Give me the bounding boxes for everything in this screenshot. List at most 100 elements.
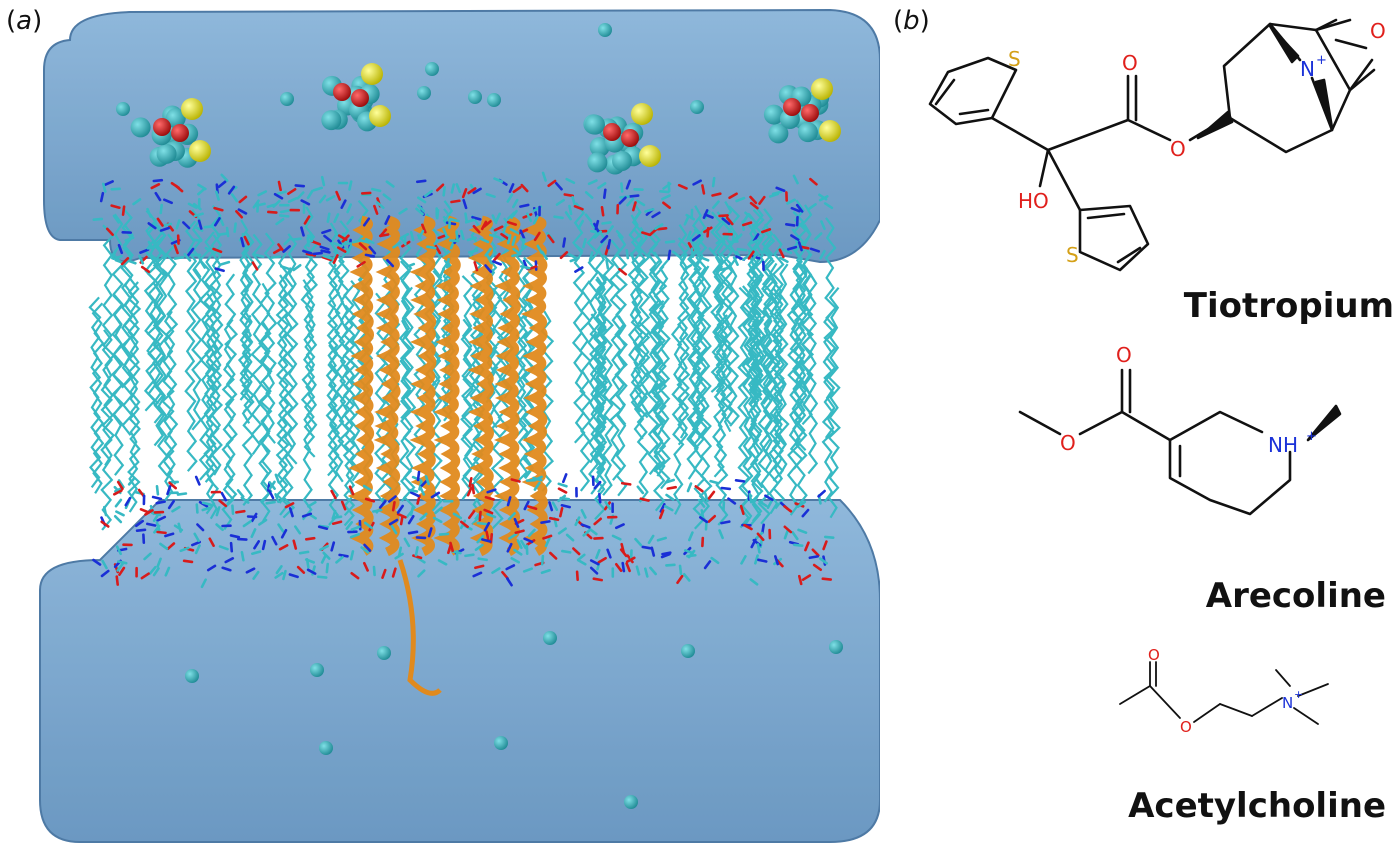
headgroup-atom: [175, 257, 183, 258]
sulfur-atom: [639, 145, 661, 167]
headgroup-atom: [123, 207, 124, 215]
headgroup-atom: [373, 510, 381, 511]
headgroup-atom: [300, 552, 308, 553]
headgroup-atom: [306, 538, 314, 539]
headgroup-atom: [521, 266, 529, 268]
membrane-simulation-svg: [0, 0, 880, 859]
ach-ester-oxygen: O: [1180, 718, 1192, 736]
are-nh-charge: +: [1306, 429, 1317, 444]
lipid-tail: [226, 274, 237, 504]
structures-svg: S O O HO S N + O O O NH +: [880, 0, 1400, 859]
headgroup-atom: [161, 205, 162, 213]
headgroup-atom: [227, 228, 228, 236]
headgroup-atom: [473, 485, 474, 493]
ion-sphere: [487, 93, 501, 107]
headgroup-atom: [722, 488, 730, 489]
headgroup-atom: [242, 552, 243, 560]
oxygen-atom: [603, 123, 621, 141]
headgroup-atom: [668, 487, 676, 488]
headgroup-atom: [393, 502, 394, 510]
headgroup-atom: [333, 517, 341, 518]
headgroup-atom: [761, 252, 769, 253]
headgroup-atom: [713, 178, 714, 186]
headgroup-atom: [470, 478, 472, 486]
headgroup-atom: [374, 567, 375, 575]
ach-carbonyl-oxygen: O: [1148, 646, 1160, 664]
tio-ester-oxygen: O: [1170, 137, 1186, 161]
ion-sphere: [185, 669, 199, 683]
ion-sphere: [690, 100, 704, 114]
ion-sphere: [494, 736, 508, 750]
headgroup-atom: [720, 215, 728, 216]
carbon-atom: [131, 117, 151, 137]
headgroup-atom: [594, 579, 602, 580]
headgroup-atom: [630, 196, 638, 197]
headgroup-atom: [411, 493, 418, 496]
headgroup-atom: [666, 565, 674, 566]
headgroup-atom: [308, 238, 309, 246]
headgroup-atom: [158, 532, 166, 533]
headgroup-atom: [638, 487, 643, 493]
headgroup-atom: [607, 260, 608, 268]
ion-sphere: [598, 23, 612, 37]
headgroup-atom: [480, 512, 481, 520]
tiotropium-name: Tiotropium: [1184, 286, 1394, 326]
headgroup-atom: [437, 210, 438, 218]
ion-sphere: [417, 86, 431, 100]
headgroup-atom: [409, 532, 417, 533]
tio-hydroxyl: HO: [1018, 189, 1049, 213]
headgroup-atom: [238, 539, 246, 540]
chemical-structures-panel: S O O HO S N + O O O NH +: [880, 0, 1400, 859]
headgroup-atom: [713, 194, 721, 196]
headgroup-atom: [701, 257, 708, 260]
lipid-tail: [492, 289, 503, 529]
headgroup-atom: [235, 224, 236, 232]
arecoline-name: Arecoline: [1206, 576, 1386, 616]
headgroup-atom: [440, 534, 448, 535]
membrane-simulation-image: [0, 0, 880, 859]
headgroup-atom: [281, 211, 289, 213]
headgroup-atom: [475, 262, 477, 270]
headgroup-atom: [178, 494, 186, 495]
headgroup-atom: [280, 215, 288, 216]
headgroup-atom: [126, 498, 130, 505]
headgroup-atom: [577, 572, 578, 580]
are-carbonyl-oxygen: O: [1116, 343, 1132, 367]
headgroup-atom: [141, 509, 148, 512]
ion-sphere: [681, 644, 695, 658]
headgroup-atom: [263, 541, 265, 549]
headgroup-atom: [542, 556, 543, 564]
headgroup-atom: [620, 269, 626, 274]
headgroup-atom: [401, 516, 402, 524]
headgroup-atom: [293, 239, 301, 240]
headgroup-atom: [218, 234, 226, 235]
headgroup-atom: [116, 500, 121, 506]
ach-nitrogen: N: [1282, 694, 1293, 712]
oxygen-atom: [351, 89, 369, 107]
headgroup-atom: [154, 180, 162, 181]
headgroup-atom: [794, 545, 802, 546]
headgroup-atom: [380, 235, 388, 236]
oxygen-atom: [783, 98, 801, 116]
headgroup-atom: [479, 559, 487, 560]
headgroup-atom: [562, 551, 570, 552]
headgroup-atom: [810, 556, 818, 557]
headgroup-atom: [115, 516, 121, 522]
headgroup-atom: [457, 232, 458, 240]
headgroup-atom: [238, 490, 243, 496]
headgroup-atom: [786, 224, 794, 225]
headgroup-atom: [444, 187, 445, 195]
headgroup-atom: [468, 488, 471, 495]
headgroup-atom: [569, 206, 571, 214]
headgroup-atom: [604, 190, 605, 198]
tio-nitrogen: N: [1300, 57, 1315, 81]
headgroup-atom: [555, 217, 563, 218]
lipid-tail: [616, 235, 627, 425]
headgroup-atom: [711, 481, 719, 483]
headgroup-atom: [322, 177, 324, 185]
headgroup-atom: [362, 193, 370, 194]
headgroup-atom: [451, 219, 459, 221]
headgroup-atom: [819, 491, 825, 496]
headgroup-atom: [762, 525, 763, 533]
headgroup-atom: [157, 502, 165, 504]
